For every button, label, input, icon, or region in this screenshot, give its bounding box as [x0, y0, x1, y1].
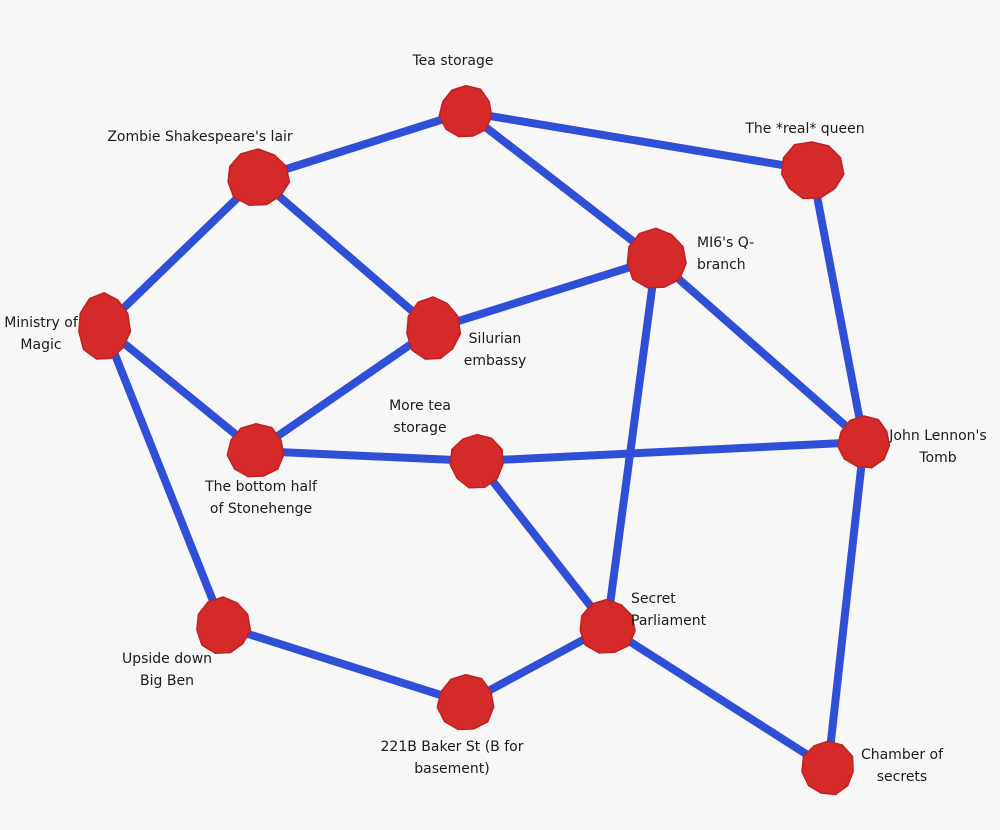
edge-zombie-silurian — [254, 174, 437, 333]
node-label-baker: 221B Baker St (B for basement) — [380, 739, 524, 777]
node-bigben[interactable] — [196, 596, 252, 654]
node-mi6[interactable] — [626, 227, 687, 289]
edge-tea-queen — [462, 108, 816, 174]
node-label-moretea: More tea storage — [389, 398, 451, 436]
edge-parliament-chamber — [603, 623, 832, 772]
node-ministry[interactable] — [78, 291, 132, 360]
node-lennon[interactable] — [836, 415, 891, 469]
node-moretea[interactable] — [449, 433, 504, 489]
node-zombie[interactable] — [227, 148, 291, 206]
edge-mi6-parliament — [603, 255, 660, 631]
edge-ministry-stonehenge — [100, 323, 260, 455]
edge-moretea-parliament — [473, 457, 611, 631]
node-label-stonehenge: The bottom half of Stonehenge — [205, 479, 317, 517]
edge-bigben-baker — [219, 622, 470, 707]
node-label-tea: Tea storage — [412, 53, 494, 69]
node-label-zombie: Zombie Shakespeare's lair — [107, 129, 293, 145]
node-parliament[interactable] — [579, 598, 636, 654]
edge-zombie-tea — [254, 108, 470, 182]
edge-queen-lennon — [808, 166, 868, 446]
node-layer — [78, 84, 891, 796]
edge-lennon-chamber — [824, 438, 868, 772]
node-label-mi6: MI6's Q- branch — [697, 235, 755, 273]
node-label-ministry: Ministry of Magic — [4, 315, 78, 353]
edge-silurian-stonehenge — [252, 325, 437, 455]
edge-moretea-lennon — [473, 438, 868, 465]
edge-mi6-lennon — [652, 255, 868, 446]
node-label-parliament: Secret Parliament — [631, 591, 707, 629]
node-stonehenge[interactable] — [226, 422, 285, 478]
node-label-silurian: Silurian embassy — [463, 331, 527, 369]
node-label-queen: The *real* queen — [745, 121, 865, 137]
node-silurian[interactable] — [406, 296, 462, 360]
node-tea[interactable] — [438, 84, 493, 138]
node-baker[interactable] — [436, 673, 495, 731]
node-chamber[interactable] — [801, 740, 854, 796]
node-queen[interactable] — [780, 141, 845, 200]
edge-ministry-bigben — [100, 323, 227, 630]
edge-silurian-mi6 — [429, 255, 660, 333]
edge-stonehenge-moretea — [252, 447, 481, 465]
node-label-chamber: Chamber of secrets — [860, 747, 944, 785]
edge-zombie-ministry — [100, 174, 262, 331]
node-label-lennon: John Lennon's Tomb — [889, 428, 987, 466]
edge-tea-mi6 — [462, 108, 660, 263]
node-label-bigben: Upside down Big Ben — [121, 651, 213, 689]
edge-layer — [100, 108, 868, 772]
